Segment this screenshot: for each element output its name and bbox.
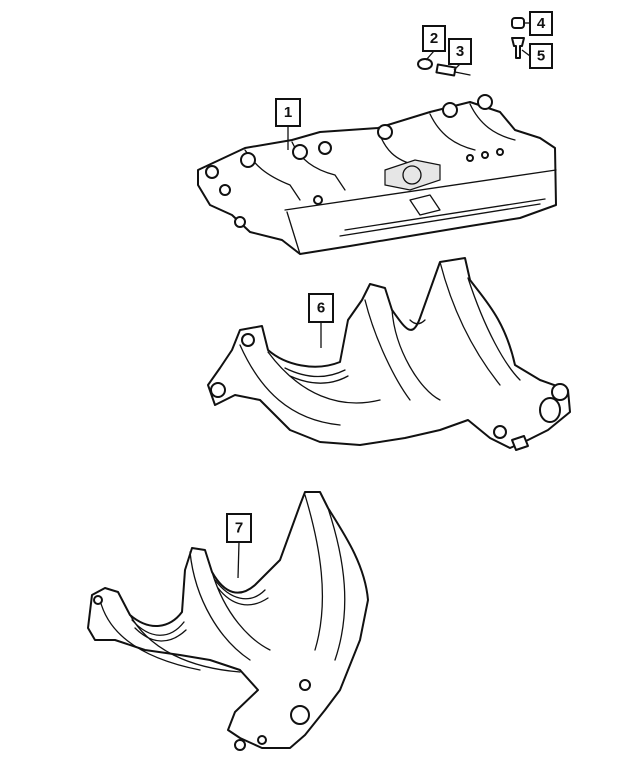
callout-5: 5 [521,43,553,69]
callout-2: 2 [422,25,446,61]
intake-manifold [197,94,557,255]
bolt-and-washer [417,58,471,77]
callout-7: 7 [226,513,252,579]
callout-1: 1 [275,98,301,150]
callout-6: 6 [308,293,334,348]
callout-4-label: 4 [537,15,546,32]
callout-3-label: 3 [456,43,464,60]
callout-1-label: 1 [284,104,292,121]
callout-6-label: 6 [317,300,325,317]
callout-2-label: 2 [430,30,438,47]
callout-4: 4 [524,11,553,36]
callout-3: 3 [448,38,472,71]
exhaust-manifold-upper [207,257,571,451]
exhaust-manifold-lower [87,491,369,751]
cap-and-stud [511,17,525,59]
callout-7-label: 7 [235,520,243,537]
callout-5-label: 5 [537,48,545,65]
